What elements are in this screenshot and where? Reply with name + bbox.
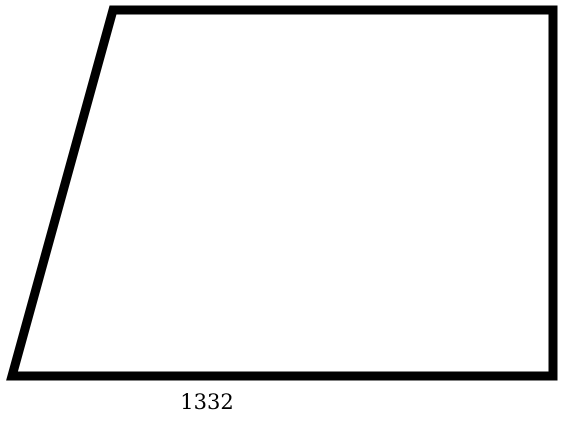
trapezoid-outline	[6, 5, 558, 381]
base-length-label: 1332	[180, 390, 233, 414]
